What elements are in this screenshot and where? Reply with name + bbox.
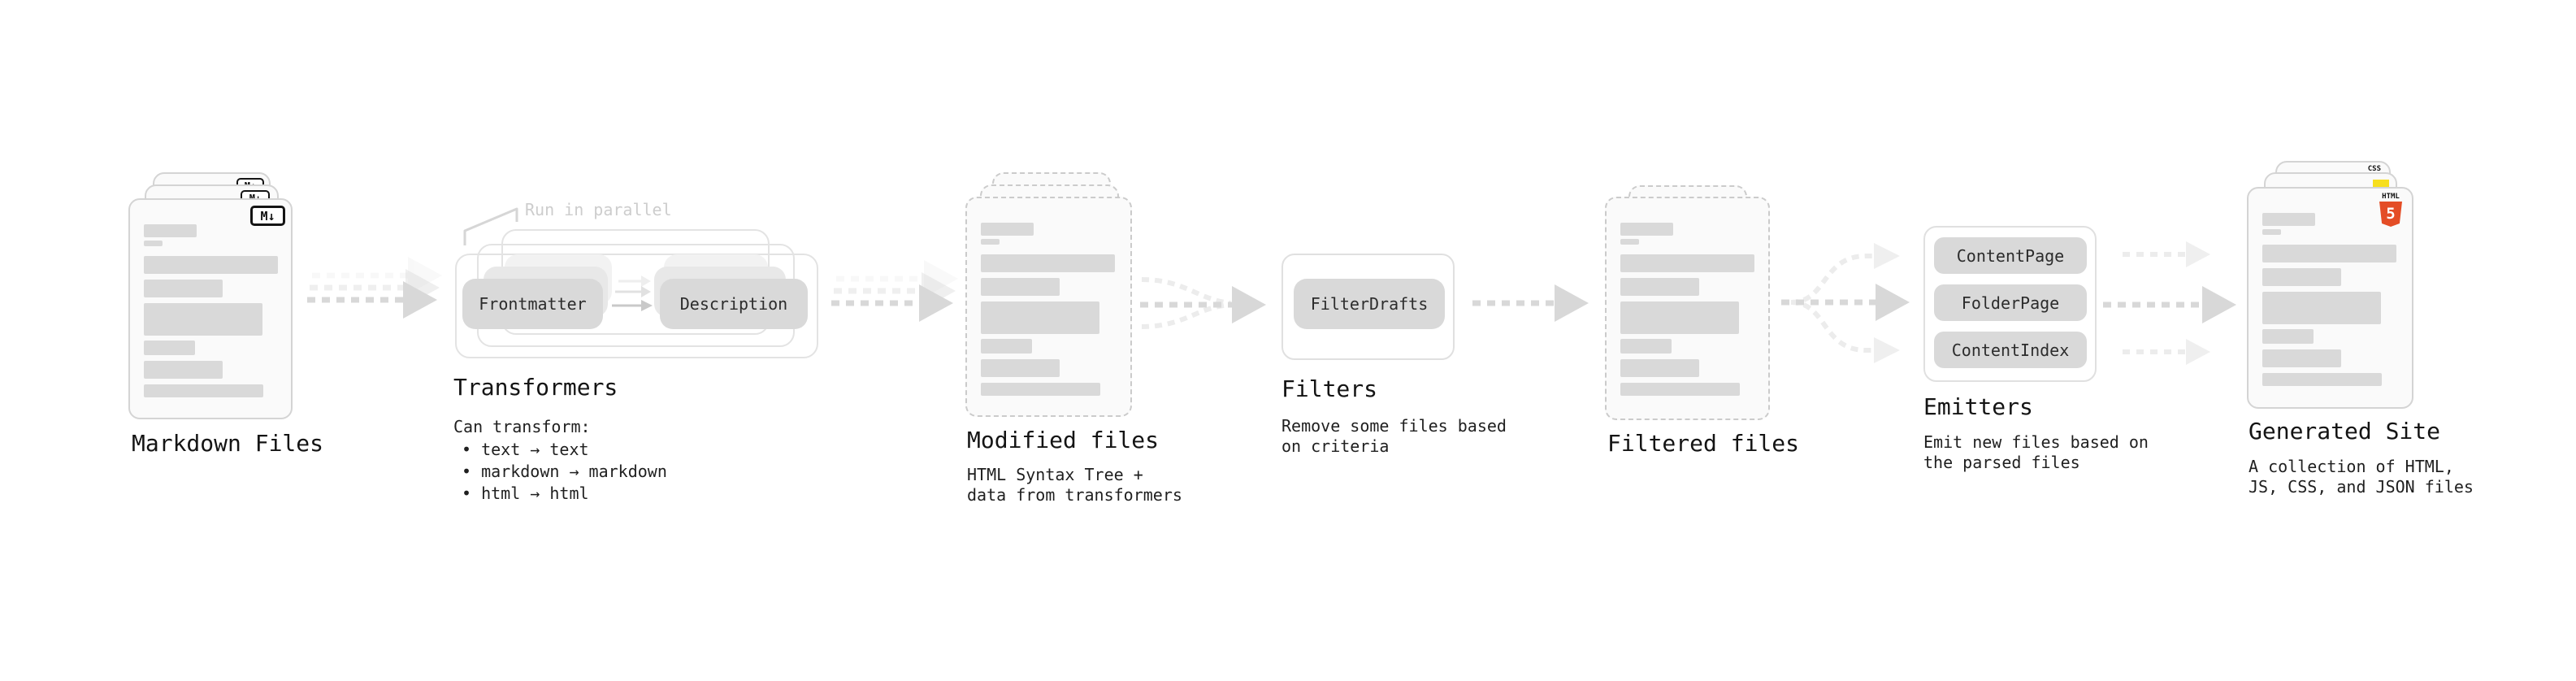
- placeholder-bar: [144, 384, 263, 397]
- placeholder-bar: [1620, 239, 1639, 245]
- arrow-emitters-to-generated: [2103, 241, 2236, 365]
- placeholder-bar: [144, 256, 278, 274]
- placeholder-bar: [1620, 223, 1673, 236]
- bullet-item: • markdown → markdown: [462, 462, 667, 481]
- filtered-files-label: Filtered files: [1607, 430, 1800, 457]
- placeholder-bar: [1620, 383, 1740, 396]
- filters-desc: Remove some files based on criteria: [1281, 416, 1507, 456]
- placeholder-bar: [1620, 359, 1699, 377]
- transformer-step-description: Description: [660, 279, 808, 329]
- markdown-file-card-front: M↓: [128, 198, 293, 419]
- placeholder-bar: [2262, 213, 2315, 226]
- placeholder-bar: [144, 340, 195, 355]
- markdown-files-label: Markdown Files: [132, 430, 324, 457]
- arrow-transformers-to-modified: [831, 260, 958, 322]
- html5-number: 5: [2386, 205, 2396, 223]
- transformer-box-front: [455, 254, 818, 358]
- transformers-bullet-list: • text → text • markdown → markdown • ht…: [453, 439, 667, 505]
- file-content-placeholder: [981, 223, 1117, 396]
- generated-site-desc: A collection of HTML, JS, CSS, and JSON …: [2249, 457, 2474, 497]
- emitter-contentindex: ContentIndex: [1934, 332, 2087, 368]
- emitters-desc: Emit new files based on the parsed files: [1923, 432, 2149, 472]
- arrow-filters-to-filtered: [1472, 284, 1589, 322]
- arrow-markdown-to-transformers: [307, 257, 442, 319]
- placeholder-bar: [2262, 245, 2396, 262]
- filtered-file-card-front: [1605, 197, 1770, 420]
- modified-files-desc: HTML Syntax Tree + data from transformer…: [967, 465, 1182, 505]
- markdown-file-icon: M↓: [250, 206, 285, 226]
- placeholder-bar: [981, 301, 1099, 334]
- placeholder-bar: [2262, 292, 2381, 324]
- html5-word: HTML: [2382, 193, 2400, 201]
- transformer-step-frontmatter: Frontmatter: [462, 279, 603, 329]
- placeholder-bar: [981, 239, 1000, 245]
- placeholder-bar: [1620, 278, 1699, 296]
- emitter-contentpage: ContentPage: [1934, 237, 2087, 274]
- html5-icon: HTML 5: [2379, 193, 2402, 227]
- emitter-folderpage: FolderPage: [1934, 284, 2087, 321]
- placeholder-bar: [2262, 349, 2341, 367]
- file-content-placeholder: [2262, 213, 2398, 386]
- js-icon: [2373, 180, 2389, 189]
- placeholder-bar: [2262, 329, 2314, 344]
- generated-site-label: Generated Site: [2249, 418, 2441, 445]
- placeholder-bar: [144, 241, 163, 246]
- file-content-placeholder: [144, 224, 278, 397]
- placeholder-bar: [1620, 254, 1754, 272]
- placeholder-bar: [144, 361, 223, 379]
- placeholder-bar: [144, 224, 197, 237]
- transformers-label: Transformers: [453, 374, 618, 401]
- html5-shield: 5: [2379, 202, 2402, 227]
- bullet-item: • html → html: [462, 484, 589, 503]
- placeholder-bar: [2262, 373, 2382, 386]
- modified-file-card-front: [965, 197, 1132, 417]
- generated-file-card-front: HTML 5: [2247, 187, 2413, 409]
- placeholder-bar: [144, 303, 262, 336]
- placeholder-bar: [144, 280, 223, 297]
- placeholder-bar: [981, 254, 1115, 272]
- filter-filterdrafts: FilterDrafts: [1294, 279, 1445, 329]
- file-content-placeholder: [1620, 223, 1754, 396]
- placeholder-bar: [1620, 301, 1739, 334]
- arrow-modified-to-filters: [1140, 277, 1266, 329]
- placeholder-bar: [1620, 339, 1672, 354]
- emitters-label: Emitters: [1923, 393, 2033, 420]
- placeholder-bar: [981, 383, 1100, 396]
- placeholder-bar: [2262, 268, 2341, 286]
- placeholder-bar: [2262, 229, 2281, 235]
- placeholder-bar: [981, 359, 1060, 377]
- placeholder-bar: [981, 339, 1032, 354]
- modified-files-label: Modified files: [967, 427, 1160, 453]
- filters-label: Filters: [1281, 375, 1378, 402]
- run-in-parallel-callout: Run in parallel: [525, 200, 672, 219]
- transformers-desc-title: Can transform:: [453, 417, 591, 436]
- bullet-item: • text → text: [462, 440, 589, 459]
- placeholder-bar: [981, 278, 1060, 296]
- arrow-filtered-to-emitters: [1781, 243, 1910, 363]
- placeholder-bar: [981, 223, 1034, 236]
